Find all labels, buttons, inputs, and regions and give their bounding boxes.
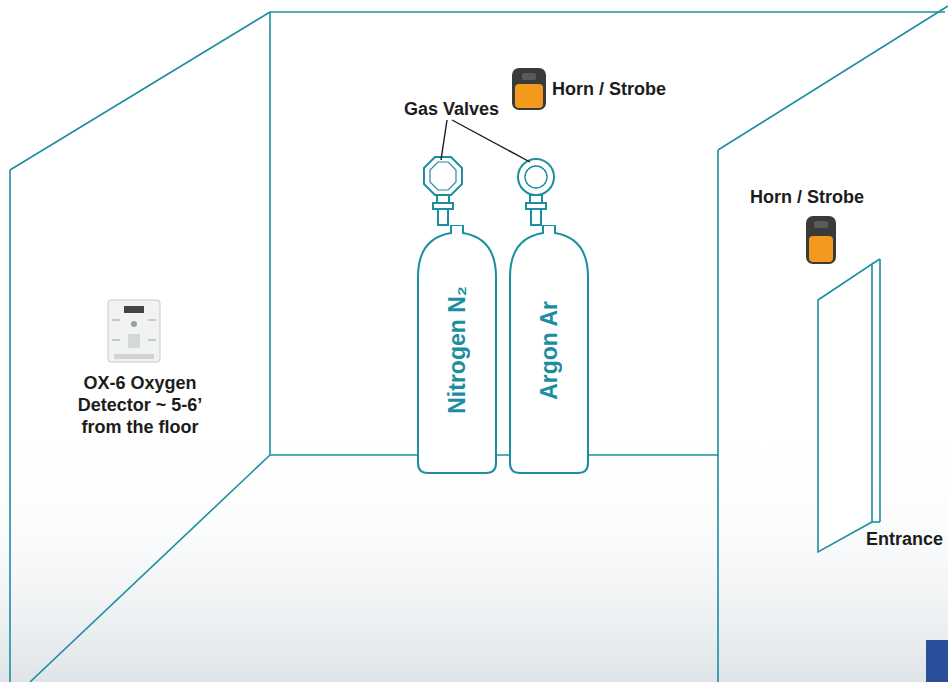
device-label: Horn / Strobe (750, 186, 864, 208)
cylinder-shape (418, 225, 496, 473)
leader-line (441, 120, 530, 162)
entrance-door (818, 259, 880, 552)
gas-valve (518, 159, 554, 225)
floor-shading (0, 440, 948, 682)
cylinder-shape (510, 225, 588, 473)
room-outline (10, 6, 948, 682)
cylinder-label: Argon Ar (536, 301, 563, 400)
corner-object (926, 640, 948, 682)
gas-cylinder: Argon Ar (508, 225, 590, 475)
gas-cylinder: Nitrogen N₂ (416, 225, 498, 475)
gas-valve (424, 157, 462, 225)
device-label: Horn / Strobe (552, 78, 666, 100)
horn-strobe-icon (512, 68, 546, 110)
door-label: Entrance (866, 528, 943, 550)
detector-note: OX-6 Oxygen Detector ~ 5-6’ from the flo… (62, 372, 218, 438)
horn-strobe-icon (806, 216, 836, 264)
cylinder-label: Nitrogen N₂ (444, 286, 471, 414)
callout-label: Gas Valves (404, 98, 499, 120)
oxygen-detector-icon (108, 300, 160, 362)
